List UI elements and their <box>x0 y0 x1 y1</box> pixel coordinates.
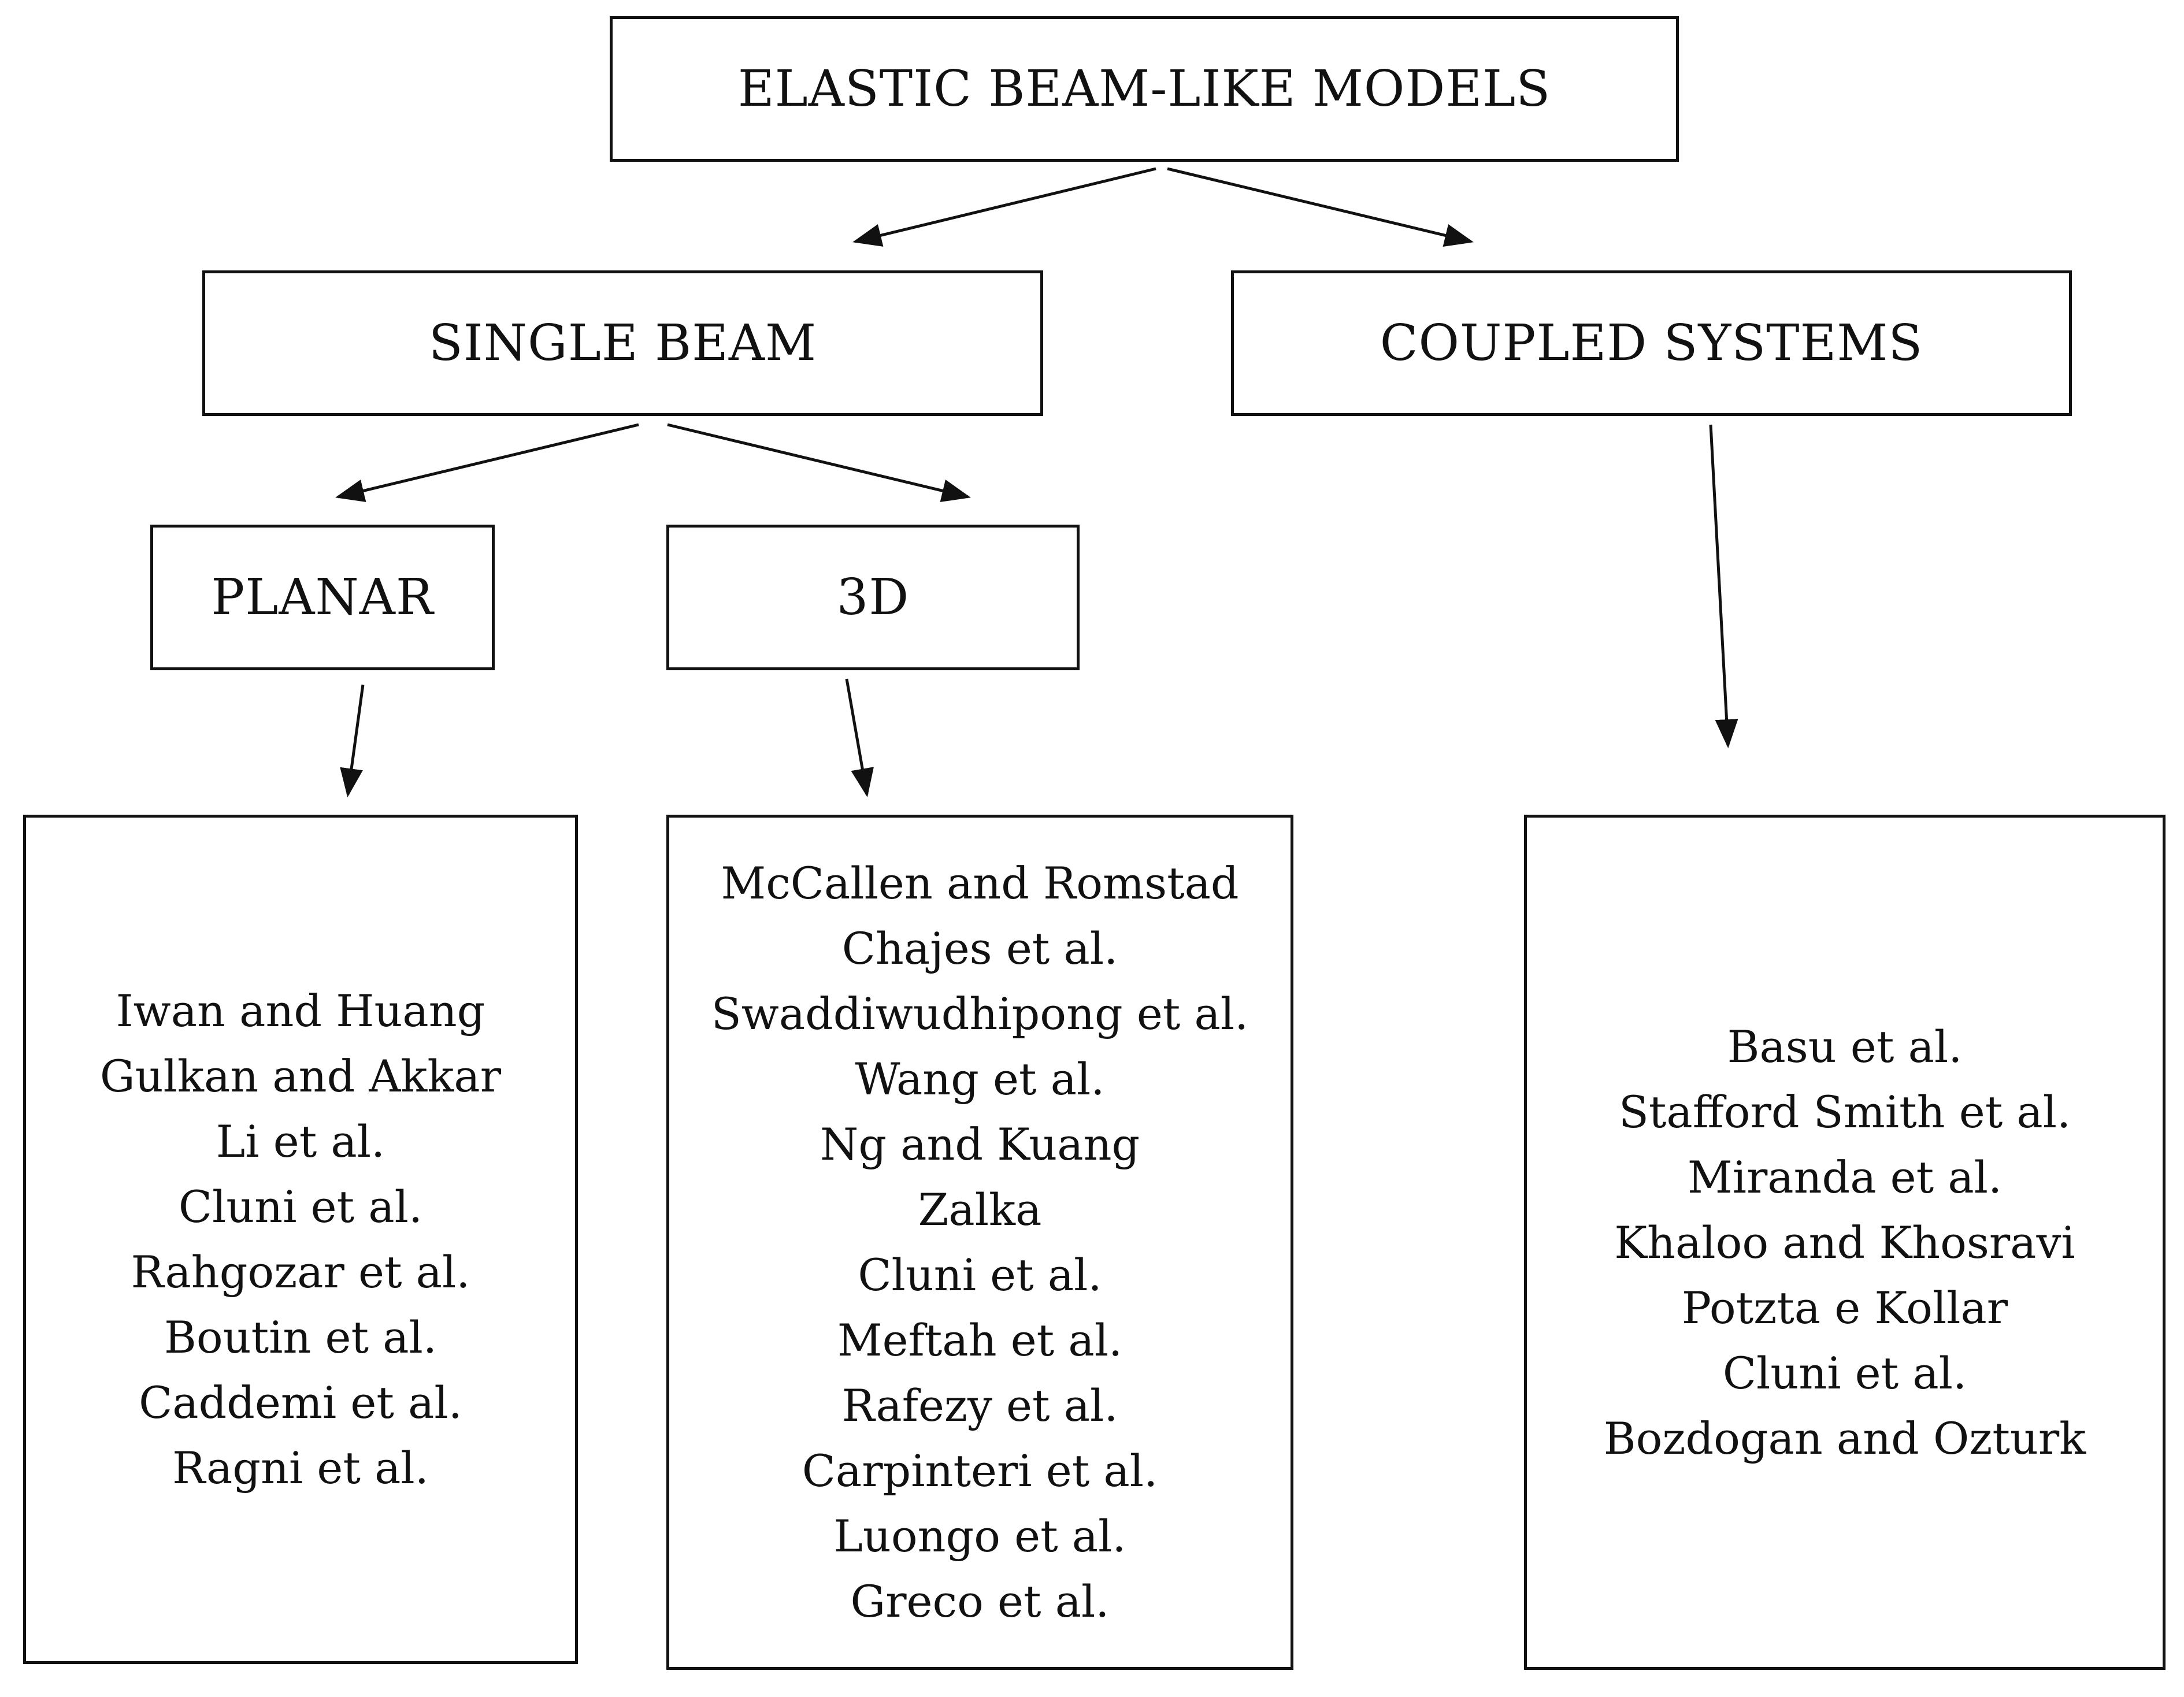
3d-node: 3D <box>666 525 1080 670</box>
3d-label: 3D <box>836 569 910 626</box>
arrow-single-beam-to-planar <box>335 423 639 502</box>
list-item: Bozdogan and Ozturk <box>1603 1412 2086 1464</box>
list-item: Miranda et al. <box>1687 1151 2003 1203</box>
list-item: Caddemi et al. <box>139 1377 462 1428</box>
3d-references-box: McCallen and Romstad Chajes et al. Swadd… <box>666 815 1293 1670</box>
list-item: Swaddiwudhipong et al. <box>711 988 1249 1039</box>
coupled-systems-node: COUPLED SYSTEMS <box>1231 270 2072 416</box>
list-item: Ng and Kuang <box>820 1119 1140 1170</box>
list-item: Cluni et al. <box>1722 1347 1967 1399</box>
list-item: Wang et al. <box>855 1053 1105 1105</box>
list-item: Boutin et al. <box>164 1312 437 1363</box>
single-beam-node: SINGLE BEAM <box>202 270 1043 416</box>
planar-label: PLANAR <box>211 569 434 626</box>
list-item: Basu et al. <box>1727 1020 1963 1072</box>
list-item: Stafford Smith et al. <box>1618 1086 2071 1138</box>
arrow-root-to-coupled-systems <box>1167 167 1474 247</box>
list-item: McCallen and Romstad <box>721 857 1239 909</box>
list-item: Khaloo and Khosravi <box>1614 1216 2075 1268</box>
list-item: Gulkan and Akkar <box>99 1050 502 1102</box>
list-item: Ragni et al. <box>172 1442 429 1494</box>
list-item: Zalka <box>918 1184 1042 1235</box>
single-beam-label: SINGLE BEAM <box>428 314 817 372</box>
coupled-systems-label: COUPLED SYSTEMS <box>1380 314 1923 372</box>
planar-node: PLANAR <box>150 525 495 670</box>
list-item: Greco et al. <box>850 1576 1110 1627</box>
list-item: Luongo et al. <box>833 1510 1126 1562</box>
list-item: Carpinteri et al. <box>802 1445 1158 1497</box>
arrow-planar-to-references <box>340 684 365 797</box>
list-item: Cluni et al. <box>178 1181 423 1232</box>
list-item: Cluni et al. <box>858 1249 1102 1301</box>
list-item: Chajes et al. <box>841 923 1118 974</box>
list-item: Potzta e Kollar <box>1681 1282 2008 1334</box>
list-item: Rafezy et al. <box>841 1380 1118 1431</box>
arrow-coupled-to-references <box>1709 424 1738 748</box>
arrow-root-to-single-beam <box>852 167 1156 247</box>
arrow-single-beam-to-3d <box>667 423 971 502</box>
root-node: ELASTIC BEAM-LIKE MODELS <box>610 16 1679 162</box>
list-item: Rahgozar et al. <box>131 1246 470 1298</box>
list-item: Li et al. <box>216 1116 385 1167</box>
list-item: Iwan and Huang <box>116 985 485 1037</box>
planar-references-box: Iwan and Huang Gulkan and Akkar Li et al… <box>23 815 578 1664</box>
list-item: Meftah et al. <box>837 1314 1123 1366</box>
arrow-3d-to-references <box>845 678 874 797</box>
root-label: ELASTIC BEAM-LIKE MODELS <box>737 60 1551 118</box>
coupled-references-box: Basu et al. Stafford Smith et al. Mirand… <box>1524 815 2166 1670</box>
